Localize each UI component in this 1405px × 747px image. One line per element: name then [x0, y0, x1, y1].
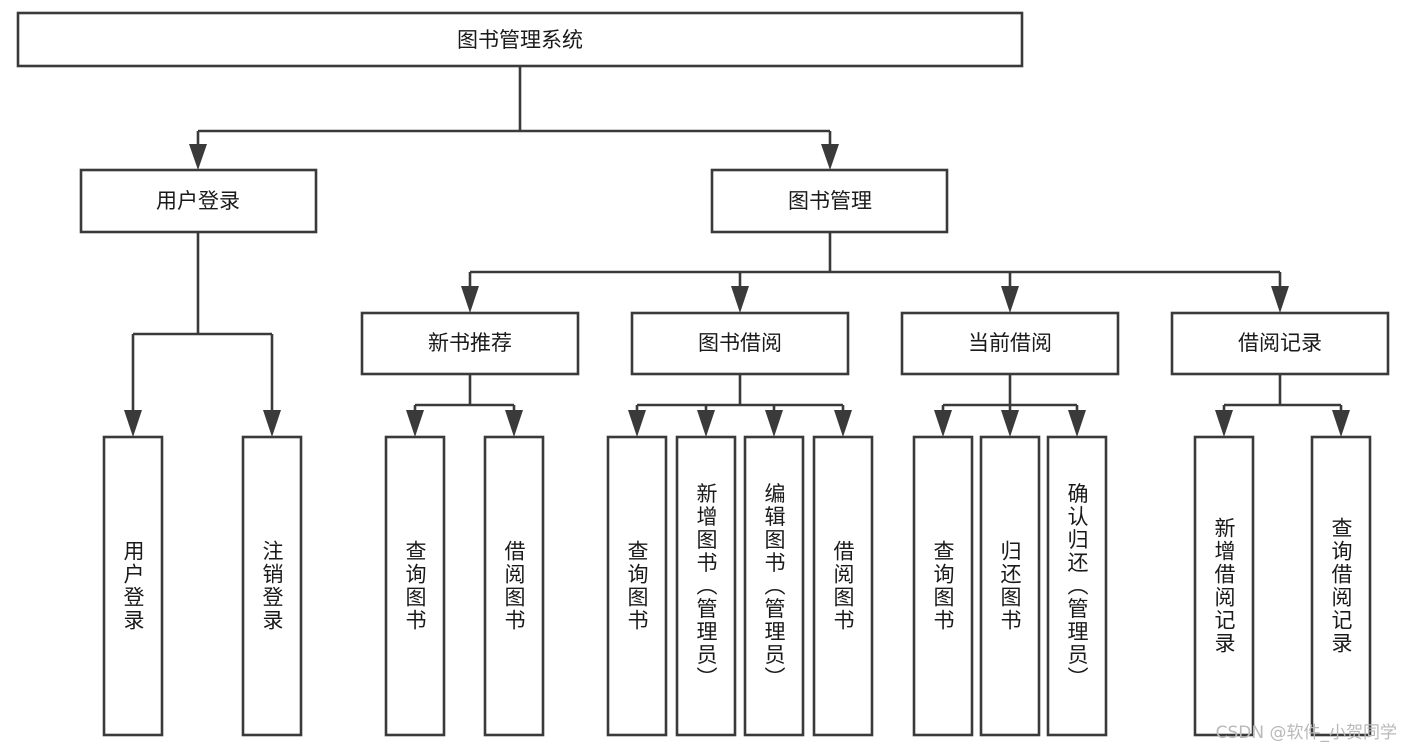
leaf-node-query-record[interactable]: 查询借阅记录 — [1310, 435, 1372, 737]
leaf-add-book-box[interactable] — [675, 435, 737, 737]
leaf-edit-book-label: 编辑图书（管理员） — [762, 483, 786, 690]
leaf-node-borrow-book-1[interactable]: 借阅图书 — [483, 435, 545, 737]
leaf-logout-login-label: 注销登录 — [260, 540, 284, 632]
node-book-management-box[interactable] — [710, 168, 949, 234]
node-borrow-record[interactable]: 借阅记录 — [1170, 311, 1390, 376]
node-root[interactable]: 图书管理系统 — [16, 11, 1024, 68]
arrow-head-leaf-edit-book — [765, 410, 783, 437]
leaf-node-query-book-2[interactable]: 查询图书 — [606, 435, 668, 737]
arrow-head-leaf-logout-login — [263, 410, 281, 437]
arrow-head-leaf-query-book-2 — [628, 410, 646, 437]
arrow-head-leaf-add-record — [1215, 410, 1233, 437]
arrow-head-leaf-borrow-book-1 — [505, 410, 523, 437]
leaf-borrow-book-1-label: 借阅图书 — [502, 540, 526, 632]
arrow-head-leaf-confirm-return — [1068, 410, 1086, 437]
leaf-query-book-1-box[interactable] — [384, 435, 446, 737]
leaf-node-logout-login[interactable]: 注销登录 — [241, 435, 303, 737]
arrow-head-user-login — [189, 144, 207, 170]
arrow-head-leaf-query-book-1 — [406, 410, 424, 437]
leaf-query-record-label: 查询借阅记录 — [1329, 517, 1353, 655]
leaf-user-login-box[interactable] — [102, 435, 164, 737]
leaf-node-query-book-1[interactable]: 查询图书 — [384, 435, 446, 737]
node-book-borrow-box[interactable] — [630, 311, 850, 376]
connector-layer — [124, 66, 1350, 437]
leaf-query-book-1-label: 查询图书 — [403, 540, 427, 632]
leaf-node-add-book[interactable]: 新增图书（管理员） — [675, 435, 737, 737]
arrow-head-borrow-record — [1271, 286, 1289, 313]
node-new-book-recommend[interactable]: 新书推荐 — [360, 311, 580, 376]
leaf-logout-login-box[interactable] — [241, 435, 303, 737]
leaf-borrow-book-2-box[interactable] — [812, 435, 874, 737]
arrow-head-book-management — [821, 144, 839, 170]
arrow-head-leaf-query-record — [1332, 410, 1350, 437]
leaf-node-return-book[interactable]: 归还图书 — [979, 435, 1041, 737]
leaf-node-edit-book[interactable]: 编辑图书（管理员） — [743, 435, 805, 737]
node-user-login-label: 用户登录 — [156, 189, 240, 213]
node-root-box[interactable] — [16, 11, 1024, 68]
arrow-head-book-borrow — [731, 286, 749, 313]
node-current-borrow-label: 当前借阅 — [968, 331, 1052, 355]
node-borrow-record-box[interactable] — [1170, 311, 1390, 376]
leaf-node-add-record[interactable]: 新增借阅记录 — [1193, 435, 1255, 737]
leaf-query-record-box[interactable] — [1310, 435, 1372, 737]
node-new-book-recommend-label: 新书推荐 — [428, 331, 512, 355]
node-borrow-record-label: 借阅记录 — [1238, 331, 1322, 355]
arrow-head-leaf-return-book — [1001, 410, 1019, 437]
leaf-return-book-label: 归还图书 — [998, 540, 1022, 632]
leaf-node-query-book-3[interactable]: 查询图书 — [912, 435, 974, 737]
node-current-borrow[interactable]: 当前借阅 — [900, 311, 1120, 376]
leaf-borrow-book-2-label: 借阅图书 — [831, 540, 855, 632]
leaf-query-book-2-label: 查询图书 — [625, 540, 649, 632]
leaf-borrow-book-1-box[interactable] — [483, 435, 545, 737]
leaf-confirm-return-box[interactable] — [1046, 435, 1108, 737]
arrow-head-leaf-user-login — [124, 410, 142, 437]
arrow-head-leaf-add-book — [697, 410, 715, 437]
leaf-edit-book-box[interactable] — [743, 435, 805, 737]
leaf-add-book-label: 新增图书（管理员） — [694, 483, 718, 690]
node-book-management[interactable]: 图书管理 — [710, 168, 949, 234]
node-book-management-label: 图书管理 — [788, 189, 872, 213]
node-user-login[interactable]: 用户登录 — [79, 168, 318, 234]
node-new-book-recommend-box[interactable] — [360, 311, 580, 376]
leaf-confirm-return-label: 确认归还（管理员） — [1065, 483, 1089, 690]
leaf-node-user-login[interactable]: 用户登录 — [102, 435, 164, 737]
node-current-borrow-box[interactable] — [900, 311, 1120, 376]
leaf-add-record-box[interactable] — [1193, 435, 1255, 737]
node-user-login-box[interactable] — [79, 168, 318, 234]
arrow-head-current-borrow — [1001, 286, 1019, 313]
leaf-query-book-3-box[interactable] — [912, 435, 974, 737]
leaf-node-confirm-return[interactable]: 确认归还（管理员） — [1046, 435, 1108, 737]
leaf-query-book-2-box[interactable] — [606, 435, 668, 737]
arrow-head-leaf-query-book-3 — [934, 410, 952, 437]
leaf-node-borrow-book-2[interactable]: 借阅图书 — [812, 435, 874, 737]
arrow-head-new-book-recommend — [461, 286, 479, 313]
leaf-return-book-box[interactable] — [979, 435, 1041, 737]
node-book-borrow-label: 图书借阅 — [698, 331, 782, 355]
node-book-borrow[interactable]: 图书借阅 — [630, 311, 850, 376]
arrow-head-leaf-borrow-book-2 — [834, 410, 852, 437]
node-root-label: 图书管理系统 — [457, 28, 583, 52]
leaf-user-login-label: 用户登录 — [121, 540, 145, 632]
leaf-query-book-3-label: 查询图书 — [931, 540, 955, 632]
leaf-add-record-label: 新增借阅记录 — [1212, 517, 1236, 655]
